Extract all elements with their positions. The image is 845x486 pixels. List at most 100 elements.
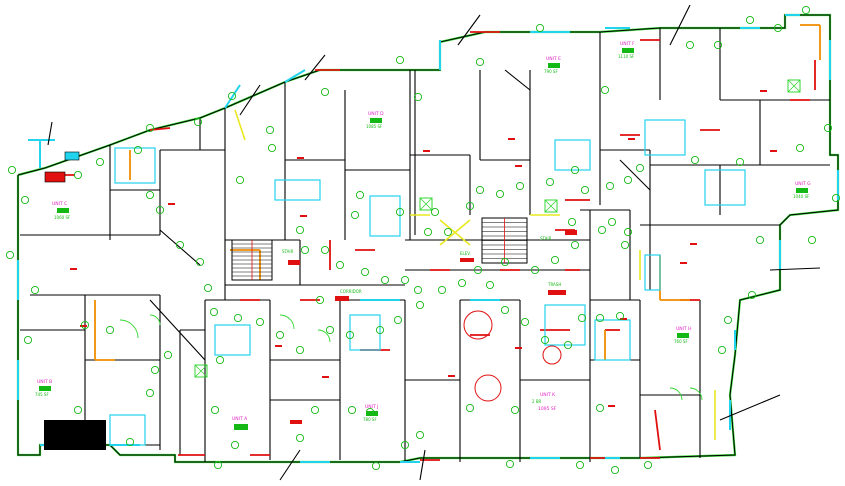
leader-line xyxy=(719,394,781,421)
callout-tag-circle xyxy=(713,40,723,50)
equipment-block xyxy=(44,420,106,450)
callout-tag xyxy=(235,175,245,185)
unit-name: UNIT E xyxy=(546,56,561,62)
info-tag xyxy=(288,260,300,265)
callout-tag xyxy=(717,345,727,355)
elevator-x xyxy=(787,79,801,93)
callout-tag-circle xyxy=(620,240,630,250)
unit-name: UNIT A xyxy=(232,416,248,422)
callout-tag xyxy=(575,460,585,470)
callout-tag xyxy=(723,315,733,325)
callout-tag-circle xyxy=(400,440,410,450)
room-number-mark xyxy=(760,90,767,92)
round-fixture xyxy=(463,310,493,340)
callout-tag xyxy=(595,313,605,323)
callout-tag-circle xyxy=(595,403,605,413)
unit-label-b: UNIT B 745 SF xyxy=(35,379,52,397)
callout-tag-circle xyxy=(145,388,155,398)
callout-tag-circle xyxy=(7,165,17,175)
callout-tag-circle xyxy=(610,465,620,475)
unit-area: 1085 SF xyxy=(366,124,383,129)
unit-name: UNIT B xyxy=(37,379,52,385)
callout-tag xyxy=(395,55,405,65)
callout-tags-layer xyxy=(5,5,841,475)
callout-tag xyxy=(550,255,560,265)
callout-tag-circle xyxy=(295,225,305,235)
callout-tag xyxy=(755,235,765,245)
callout-tag xyxy=(375,325,385,335)
callout-tag-circle xyxy=(545,177,555,187)
callout-tag xyxy=(5,250,15,260)
unit-tag-box xyxy=(366,411,378,416)
callout-tag-circle xyxy=(145,190,155,200)
callout-tag xyxy=(623,227,633,237)
room-number-mark xyxy=(690,243,697,245)
callout-tag xyxy=(203,283,213,293)
callout-tag xyxy=(275,330,285,340)
callout-tag xyxy=(310,405,320,415)
cyan-equipment xyxy=(64,151,80,161)
callout-tag xyxy=(437,285,447,295)
callout-tag-circle xyxy=(643,460,653,470)
callout-tag xyxy=(515,181,525,191)
stair-1-label: STAIR xyxy=(282,249,294,254)
unit-tag-box xyxy=(57,208,69,213)
callout-tag xyxy=(520,317,530,327)
callout-tag-circle xyxy=(415,430,425,440)
callout-tag xyxy=(380,275,390,285)
unit-label-g: UNIT G 1040 SF xyxy=(793,181,811,199)
callout-tag xyxy=(105,325,115,335)
callout-tag-circle xyxy=(635,163,645,173)
callout-tag xyxy=(227,91,237,101)
callout-tag xyxy=(80,320,90,330)
unit-name: UNIT H xyxy=(676,326,692,332)
callout-tag xyxy=(567,217,577,227)
callout-tag xyxy=(747,290,757,300)
callout-tag xyxy=(530,265,540,275)
callout-tag-circle xyxy=(605,181,615,191)
callout-tag-circle xyxy=(133,145,143,155)
callout-tag xyxy=(125,437,135,447)
callout-tag xyxy=(73,170,83,180)
callout-tag xyxy=(773,23,783,33)
elevator-1 xyxy=(419,197,433,211)
callout-tag-circle xyxy=(473,265,483,275)
callout-tag-circle xyxy=(23,335,33,345)
callout-tag xyxy=(320,245,330,255)
callout-tag xyxy=(610,465,620,475)
callout-tag xyxy=(563,340,573,350)
callout-tag-circle xyxy=(430,207,440,217)
callout-tag xyxy=(73,405,83,415)
callout-tag xyxy=(415,430,425,440)
leader-line xyxy=(47,121,53,146)
callout-tag-circle xyxy=(195,257,205,267)
fixture-box xyxy=(554,139,591,171)
callout-tag xyxy=(7,165,17,175)
callout-tag-circle xyxy=(73,405,83,415)
diagonal-wall xyxy=(619,159,651,191)
unit-label-k: UNIT K 2 BR 1095 SF xyxy=(532,392,557,412)
callout-tag-circle xyxy=(325,325,335,335)
callout-tag-circle xyxy=(30,285,40,295)
callout-tag-circle xyxy=(773,23,783,33)
callout-tag-circle xyxy=(145,123,155,133)
elevator-frame xyxy=(194,364,208,378)
callout-tag xyxy=(801,5,811,15)
callout-tag-circle xyxy=(475,185,485,195)
callout-tag-circle xyxy=(215,355,225,365)
room-number-mark xyxy=(300,215,307,217)
callout-tag xyxy=(595,403,605,413)
callout-tag-circle xyxy=(465,403,475,413)
window xyxy=(224,84,241,109)
callout-tag-circle xyxy=(623,227,633,237)
callout-tag-circle xyxy=(105,325,115,335)
callout-tag-circle xyxy=(375,325,385,335)
callout-tag xyxy=(577,313,587,323)
callout-tag-circle xyxy=(400,275,410,285)
callout-tag-circle xyxy=(795,143,805,153)
trash-label: TRASH xyxy=(547,282,561,287)
callout-tag-circle xyxy=(295,433,305,443)
callout-tag xyxy=(413,92,423,102)
fixture-box xyxy=(369,195,401,237)
callout-tag-circle xyxy=(310,405,320,415)
